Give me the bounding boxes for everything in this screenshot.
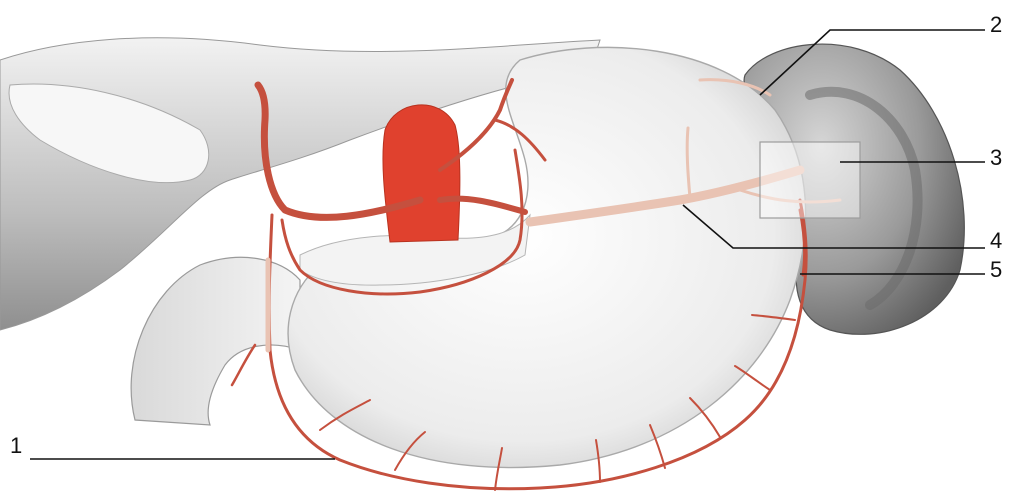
highlight-region bbox=[760, 142, 860, 218]
label-3: 3 bbox=[990, 145, 1002, 170]
label-5: 5 bbox=[990, 257, 1002, 282]
label-1: 1 bbox=[10, 433, 22, 458]
label-2: 2 bbox=[990, 12, 1002, 37]
label-4: 4 bbox=[990, 228, 1002, 253]
duodenum bbox=[131, 257, 300, 425]
aorta bbox=[383, 105, 460, 242]
